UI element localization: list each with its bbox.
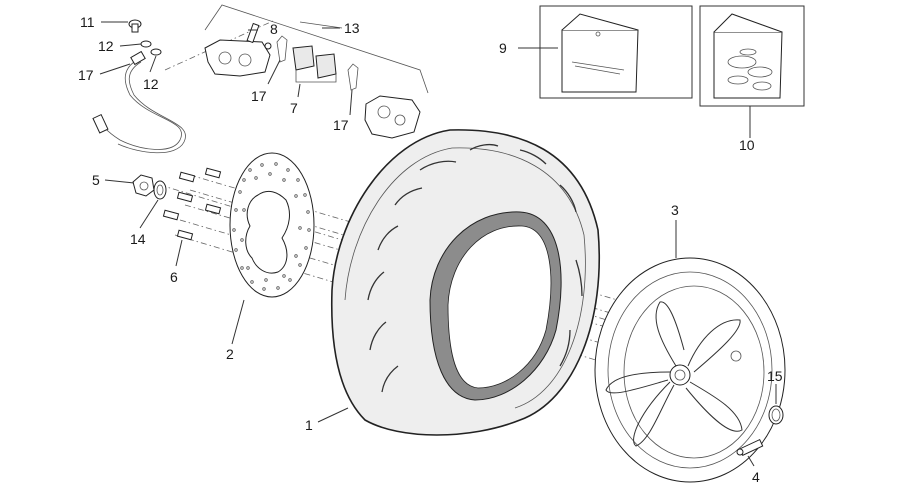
callout-7: 7 (290, 100, 298, 116)
callout-1: 1 (305, 417, 313, 433)
callout-14: 14 (130, 231, 146, 247)
sealing-washer-lower (150, 48, 162, 56)
axle-nut (132, 174, 155, 197)
callout-10: 10 (739, 137, 755, 153)
callout-4: 4 (752, 469, 760, 485)
pad-spring-left (276, 35, 288, 63)
rim-spokes (605, 301, 743, 447)
callout-labels: 11 12 12 17 8 13 17 7 17 9 10 5 14 6 2 1… (78, 14, 783, 485)
tool-kit-box (539, 5, 693, 99)
bleed-screw (128, 19, 142, 33)
caliper-group-bracket (204, 4, 429, 94)
callout-17-left: 17 (251, 88, 267, 104)
callout-12-lower: 12 (143, 76, 159, 92)
brake-disc (229, 152, 315, 298)
callout-6: 6 (170, 269, 178, 285)
tread-grooves (367, 143, 583, 393)
pad-spring-right (347, 63, 359, 91)
gasket-kit-box (699, 5, 805, 107)
tyre-valve (736, 438, 764, 456)
brake-caliper-left (204, 22, 272, 77)
sealing-washer-upper (140, 40, 152, 48)
callout-17-right: 17 (333, 117, 349, 133)
callout-12-upper: 12 (98, 38, 114, 54)
disc-screws (162, 167, 222, 241)
tyre (330, 129, 601, 436)
leader-lines (99, 21, 777, 467)
circlip (768, 405, 784, 425)
brake-pads (292, 45, 337, 83)
brake-caliper-right (364, 95, 421, 139)
callout-8: 8 (270, 21, 278, 37)
callout-9: 9 (499, 40, 507, 56)
brake-hose (92, 50, 186, 154)
spacer-washer (153, 180, 167, 200)
callout-11: 11 (80, 14, 95, 30)
callout-3: 3 (671, 202, 679, 218)
callout-15: 15 (767, 368, 783, 384)
callout-2: 2 (226, 346, 234, 362)
callout-5: 5 (92, 172, 100, 188)
callout-13: 13 (344, 20, 360, 36)
wheel-rim (594, 257, 786, 483)
disc-holes (232, 162, 311, 291)
callout-16: 17 (78, 67, 94, 83)
